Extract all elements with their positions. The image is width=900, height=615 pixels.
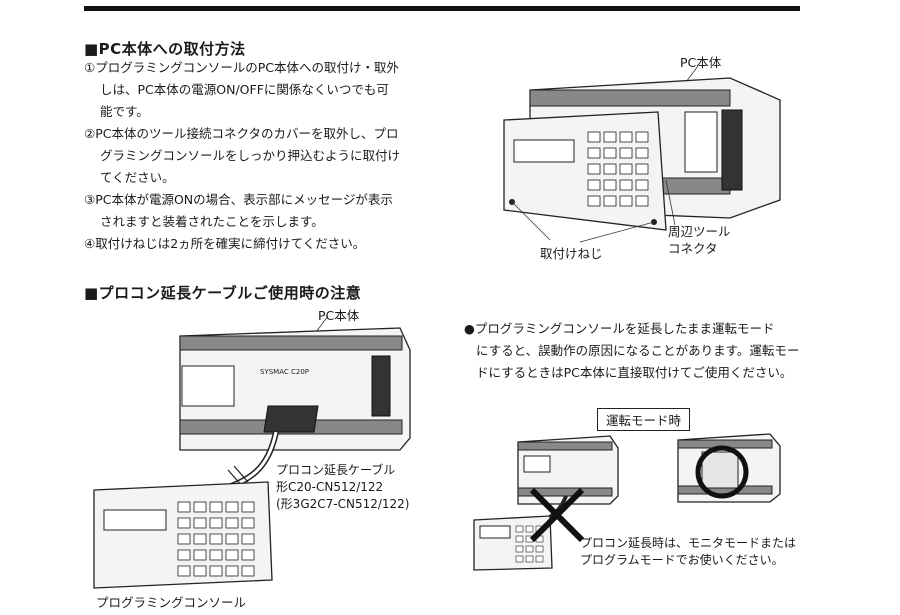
step-line: ②PC本体のツール接続コネクタのカバーを取外し、プロ [84,126,399,141]
step-line: てください。 [100,170,175,185]
step-line: 能です。 [100,104,149,119]
run-mode-figure [473,433,781,571]
run-mode-note-line: プログラムモードでお使いください。 [580,553,784,567]
pc-model-text: SYSMAC C20P [260,368,309,376]
note-line: ●プログラミングコンソールを延長したまま運転モード [464,321,775,336]
cable-label-line: 形C20-CN512/122 [276,480,384,494]
extension-note: ●プログラミングコンソールを延長したまま運転モード にすると、誤動作の原因になる… [464,318,824,384]
connector-label-line: コネクタ [668,241,718,256]
section1-heading: ■PC本体への取付方法 [84,40,246,58]
cable-label-line: プロコン延長ケーブル [276,463,396,477]
step-line: されますと装着されたことを示します。 [100,214,324,229]
connector-label-line: 周辺ツール [668,224,731,239]
cable-label-line: (形3G2C7-CN512/122) [276,497,410,511]
console-label: プログラミングコンソール [96,595,247,610]
note-line: にすると、誤動作の原因になることがあります。運転モー [476,343,800,358]
connector-label: 周辺ツール コネクタ [668,223,731,257]
note-line: ドにするときはPC本体に直接取付けてご使用ください。 [476,365,793,380]
figure1-pc-with-console [503,65,781,243]
step-line: ④取付けねじは2ヵ所を確実に締付けてください。 [84,236,366,251]
screw-label: 取付けねじ [540,246,603,261]
section2-heading: ■プロコン延長ケーブルご使用時の注意 [84,284,362,302]
figure1-pc-label: PC本体 [680,55,722,70]
step-line: ①プログラミングコンソールのPC本体への取付け・取外 [84,60,399,75]
step-line: ③PC本体が電源ONの場合、表示部にメッセージが表示 [84,192,393,207]
cable-label: プロコン延長ケーブル 形C20-CN512/122 (形3G2C7-CN512/… [276,462,409,513]
top-rule [84,6,800,11]
step-line: グラミングコンソールをしっかり押込むように取付け [100,148,401,163]
section1-steps: ①プログラミングコンソールのPC本体への取付け・取外 しは、PC本体の電源ON/… [84,57,444,255]
run-mode-note-line: プロコン延長時は、モニタモードまたは [580,536,797,550]
figure2-extension-cable: SYSMAC C20P [93,315,411,589]
figure2-pc-label: PC本体 [318,308,360,323]
run-mode-label: 運転モード時 [597,408,691,431]
run-mode-note: プロコン延長時は、モニタモードまたは プログラムモードでお使いください。 [580,535,796,569]
step-line: しは、PC本体の電源ON/OFFに関係なくいつでも可 [100,82,389,97]
